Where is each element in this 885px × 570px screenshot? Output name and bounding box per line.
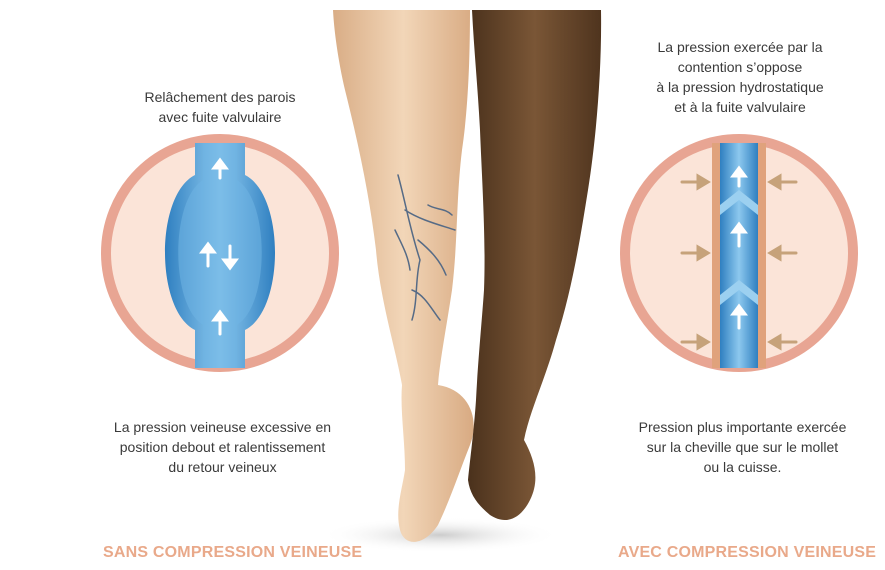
footer-right-label: AVEC COMPRESSION VEINEUSE [618, 544, 876, 562]
left-top-caption: Relâchement des parois avec fuite valvul… [100, 87, 340, 127]
right-bottom-caption: Pression plus importante exercée sur la … [615, 417, 870, 477]
dilated-vein-icon [106, 139, 334, 368]
compressed-vein-icon [625, 139, 853, 368]
footer-left-label: SANS COMPRESSION VEINEUSE [103, 544, 362, 562]
right-top-caption: La pression exercée par la contention s’… [615, 37, 865, 117]
stocking-leg [468, 10, 601, 520]
left-bottom-caption: La pression veineuse excessive en positi… [90, 417, 355, 477]
